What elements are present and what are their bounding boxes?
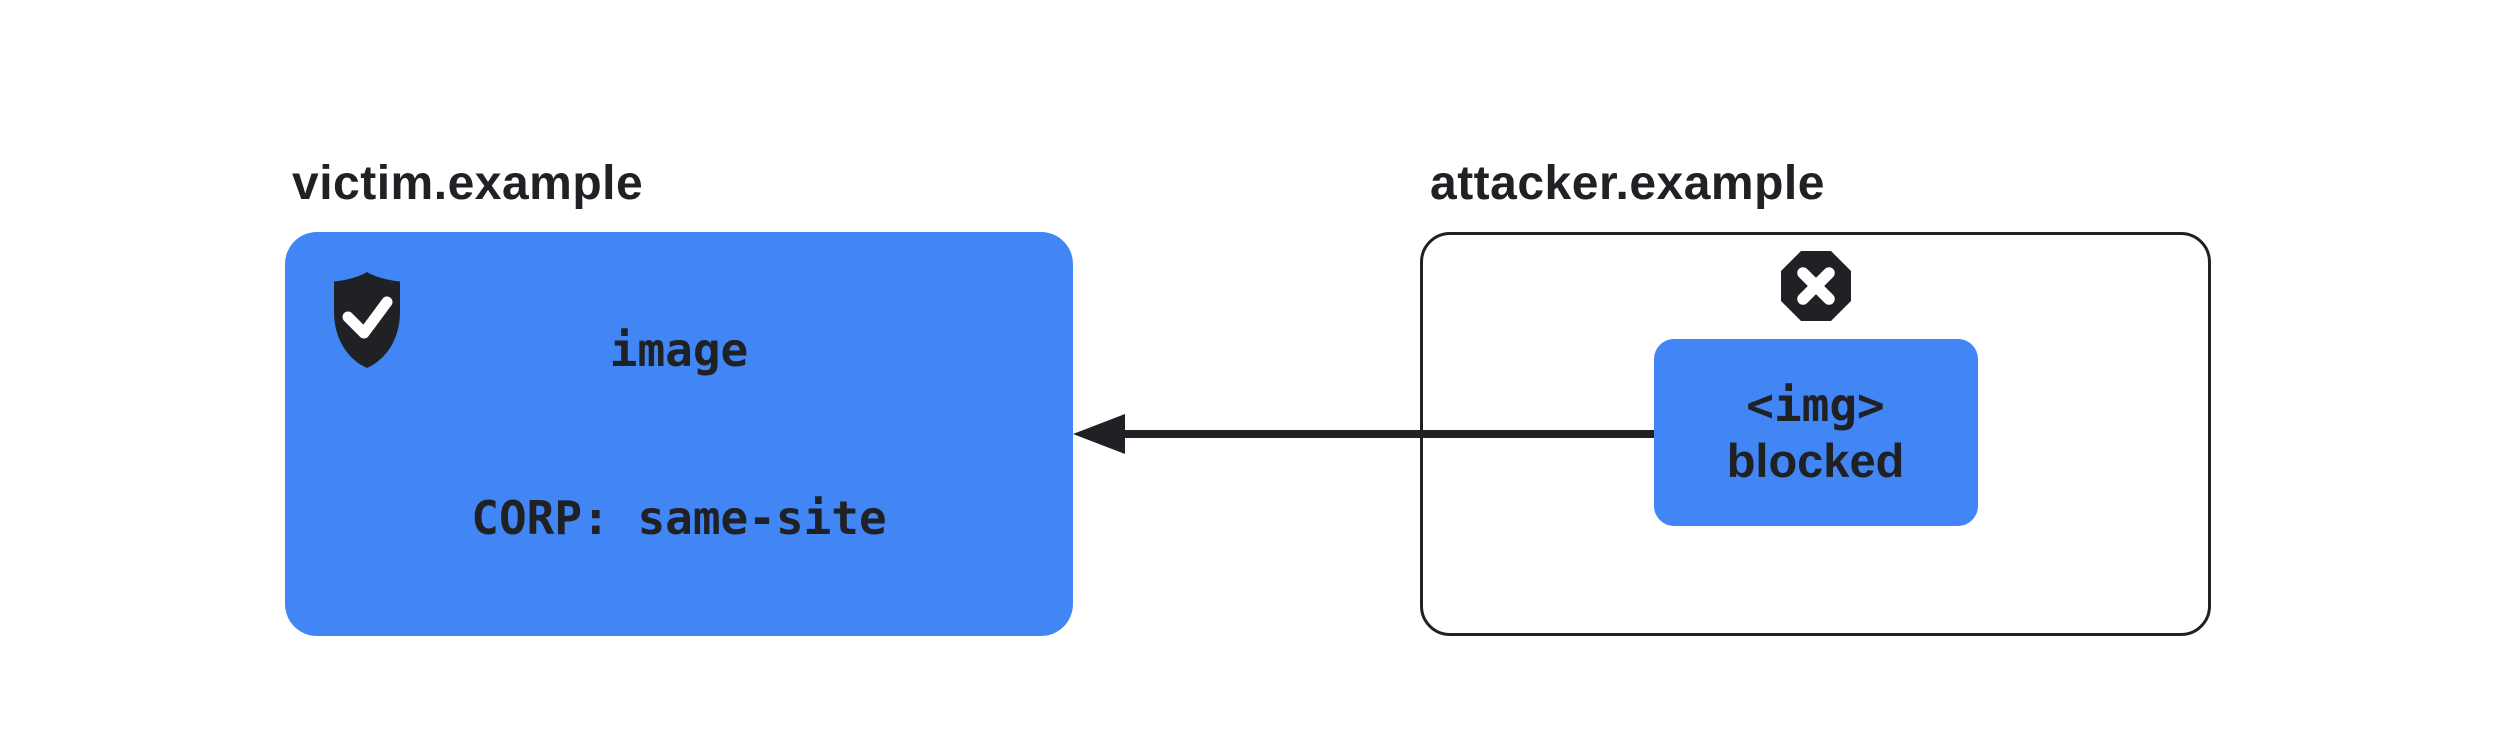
resource-type-label: image	[609, 323, 749, 377]
shield-check-icon	[334, 272, 400, 368]
cross-stroke-2	[1796, 267, 1835, 305]
request-arrow	[1073, 414, 1663, 454]
corp-policy-label: CORP: same-site	[471, 491, 887, 545]
blocked-octagon-icon	[1780, 251, 1851, 321]
arrow-head	[1073, 414, 1125, 454]
blocked-status-label: blocked	[1726, 433, 1905, 487]
victim-site-panel: image CORP: same-site	[285, 232, 1073, 636]
checkmark-glyph	[342, 296, 393, 339]
victim-domain-label: victim.example	[292, 157, 644, 210]
img-blocked-box: <img> blocked	[1653, 339, 1978, 526]
img-tag-label: <img>	[1746, 377, 1885, 432]
attacker-domain-label: attacker.example	[1430, 157, 1825, 210]
victim-resource-text: image CORP: same-site	[471, 210, 886, 658]
attacker-site-panel: <img> blocked	[1420, 232, 2211, 636]
